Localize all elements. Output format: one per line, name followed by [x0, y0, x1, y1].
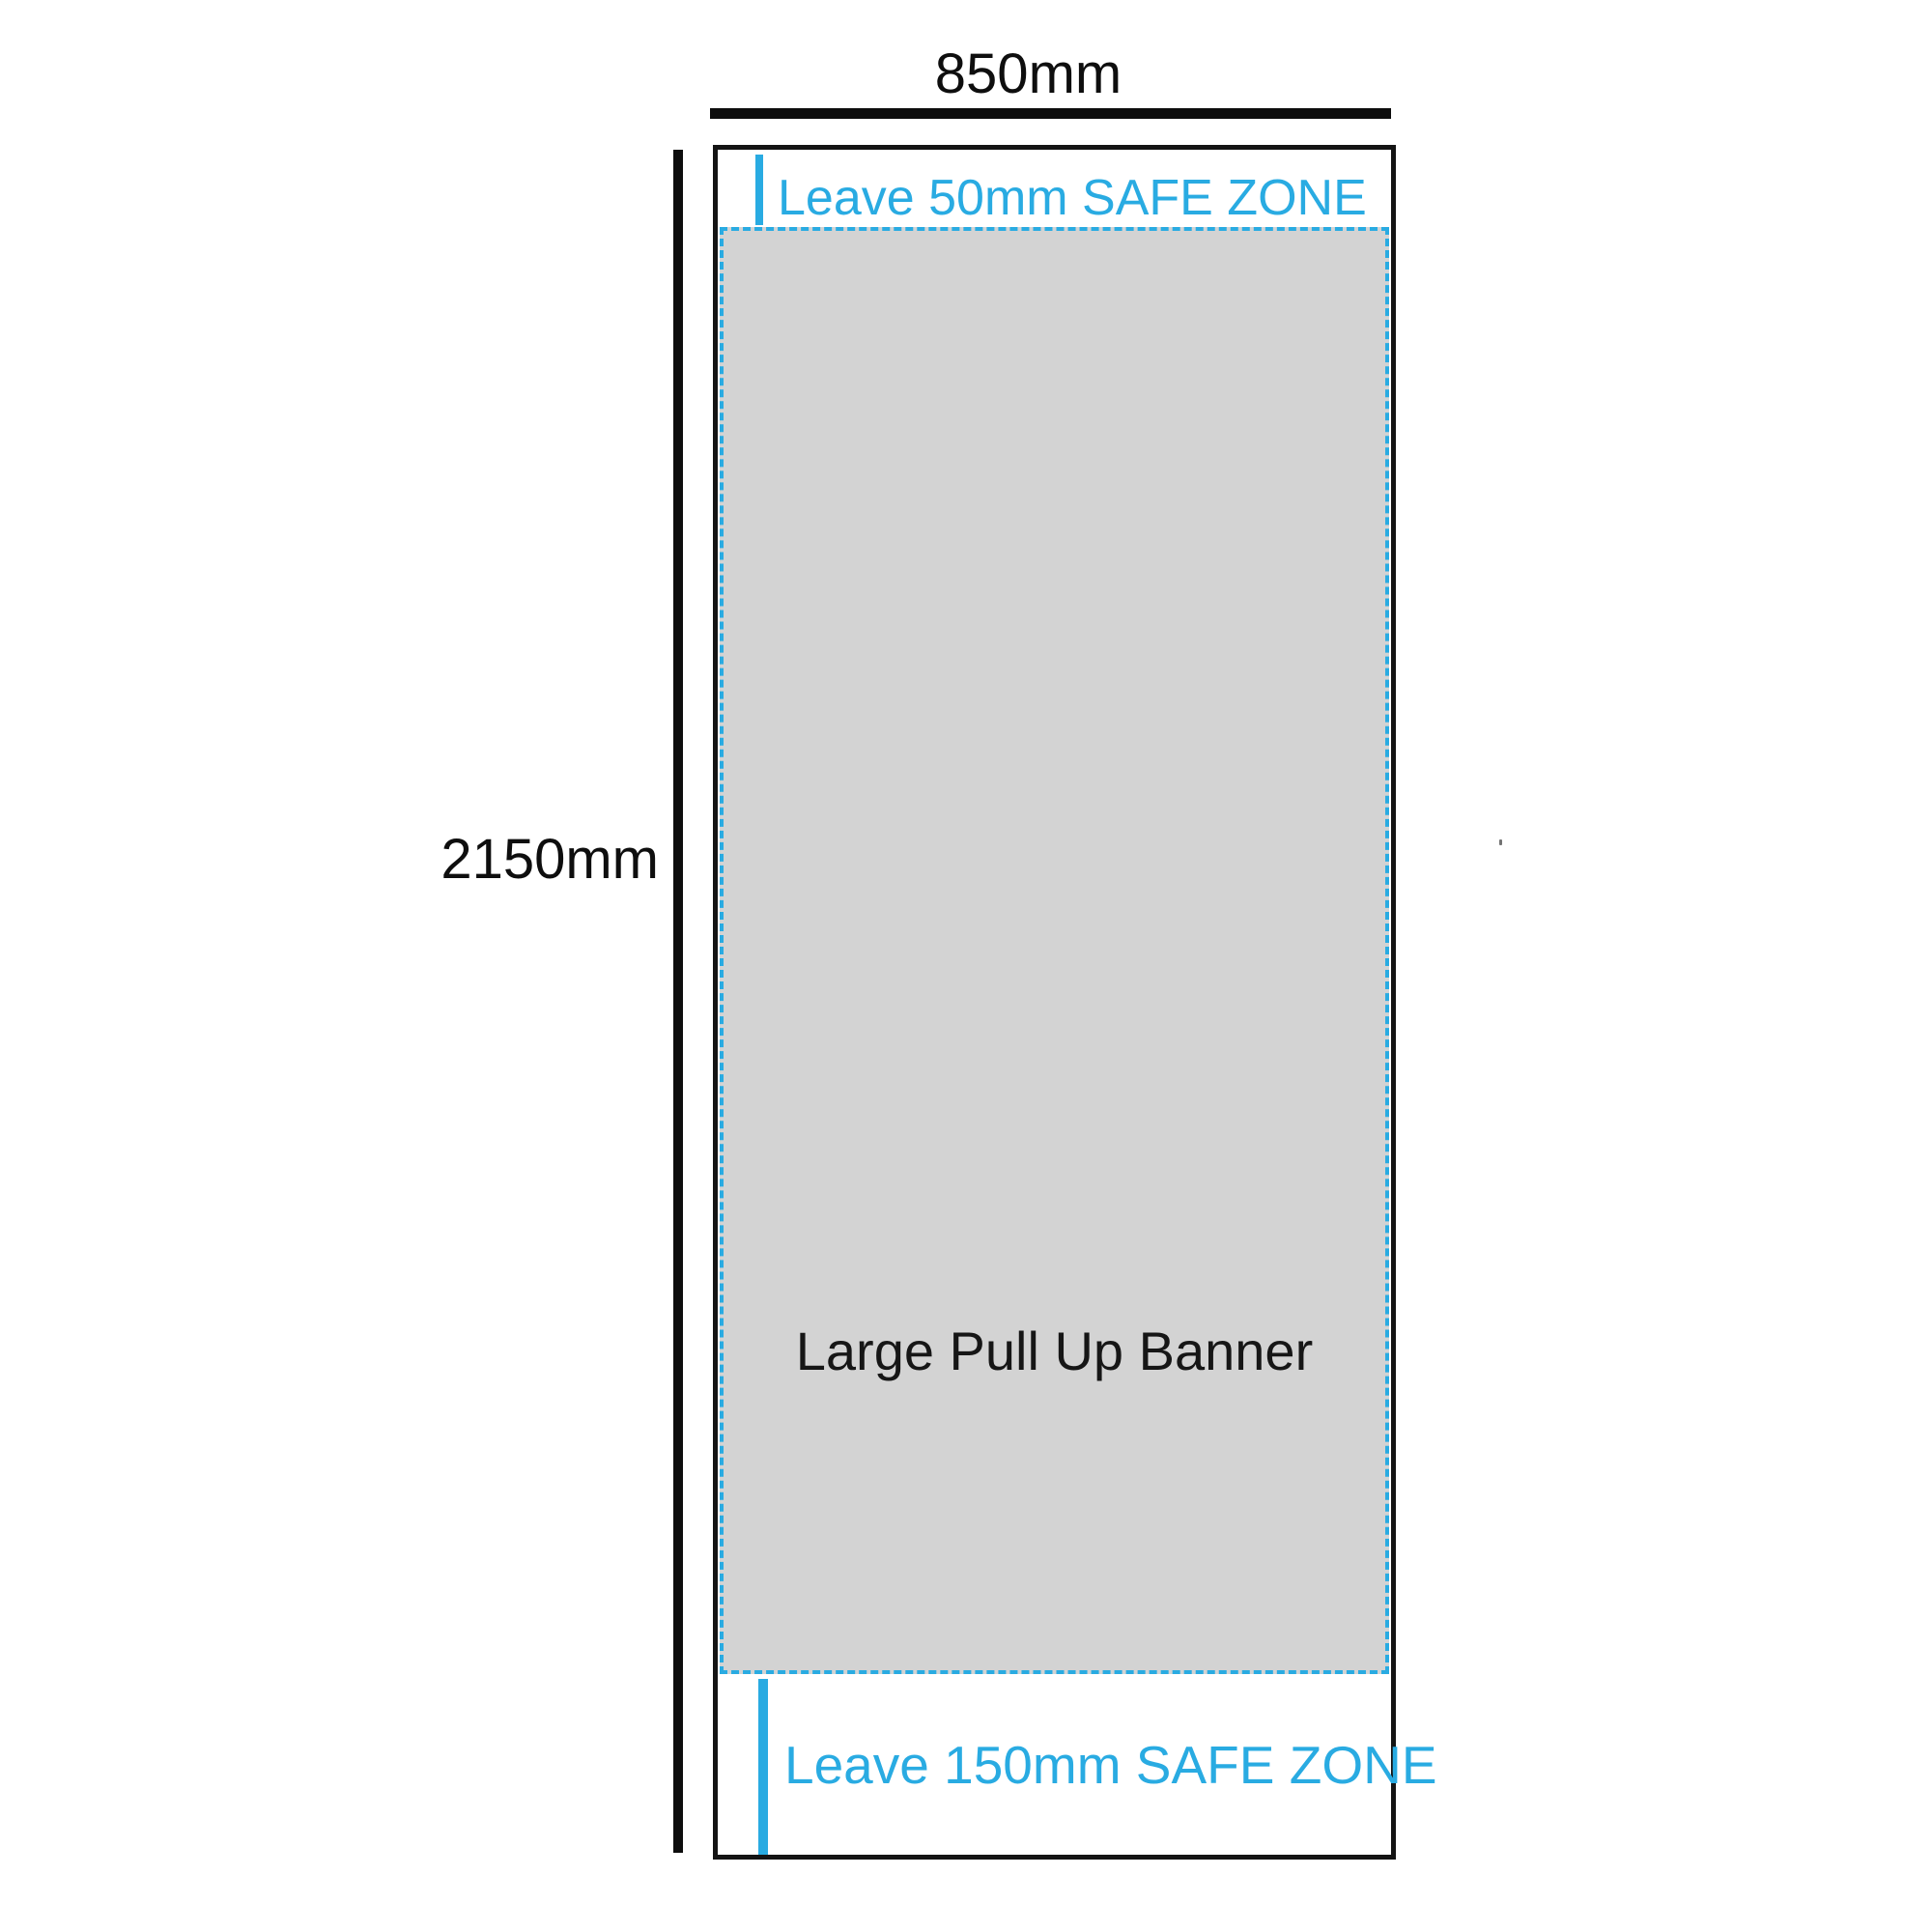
- height-dimension-line: [673, 150, 683, 1853]
- top-safe-zone-label: Leave 50mm SAFE ZONE: [778, 170, 1367, 226]
- width-dimension-label: 850mm: [934, 43, 1122, 105]
- banner-outline: Leave 50mm SAFE ZONE Large Pull Up Banne…: [713, 145, 1437, 1860]
- bottom-safe-zone-tick: [758, 1679, 768, 1855]
- width-dimension-line: [710, 108, 1391, 119]
- top-safe-zone-tick: [755, 155, 763, 225]
- height-dimension-label: 2150mm: [440, 828, 659, 891]
- speck-artifact: [1499, 839, 1502, 845]
- bottom-safe-zone-label: Leave 150mm SAFE ZONE: [784, 1735, 1437, 1795]
- banner-product-name-label: Large Pull Up Banner: [795, 1321, 1314, 1381]
- design-safe-area: Large Pull Up Banner: [720, 227, 1389, 1674]
